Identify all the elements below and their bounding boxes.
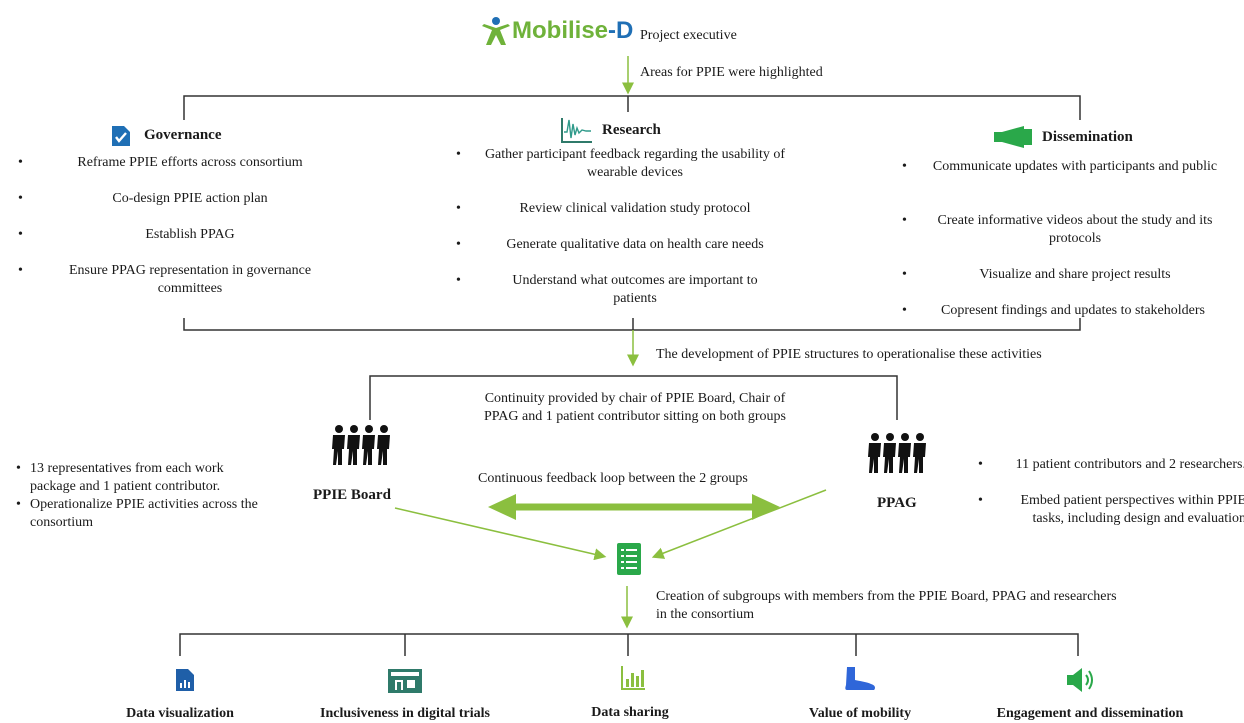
research-title: Research <box>602 122 661 138</box>
governance-heading: Governance <box>110 122 221 148</box>
governance-title: Governance <box>144 127 222 143</box>
people-group-icon <box>868 433 926 473</box>
subgroup-data-visualization: Data visualization <box>126 706 234 721</box>
list-item: 11 patient contributors and 2 researcher… <box>1015 457 1244 472</box>
activities-bracket <box>183 318 1081 331</box>
waveform-chart-icon <box>561 118 592 143</box>
list-item: Ensure PPAG representation in governance… <box>68 263 312 296</box>
ppie-board-label: PPIE Board <box>313 487 391 503</box>
ppag-label: PPAG <box>877 495 917 511</box>
areas-label: Areas for PPIE were highlighted <box>640 65 823 80</box>
list-item: Co-design PPIE action plan <box>112 191 268 206</box>
list-item: 13 representatives from each work packag… <box>30 461 224 494</box>
top-bracket <box>183 95 1081 120</box>
speaker-icon <box>1067 668 1093 692</box>
list-item: Understand what outcomes are important t… <box>512 273 758 306</box>
project-executive-label: Project executive <box>640 28 737 43</box>
clipboard-check-icon <box>112 126 130 146</box>
arrow-board-to-subgroups <box>394 507 607 561</box>
subgroup-data-sharing: Data sharing <box>591 705 669 720</box>
list-item: Gather participant feedback regarding th… <box>484 147 786 180</box>
list-item: Create informative videos about the stud… <box>937 213 1213 246</box>
research-heading: Research <box>560 116 661 144</box>
report-chart-icon <box>176 669 194 691</box>
list-item: Generate qualitative data on health care… <box>506 237 764 252</box>
list-item: Embed patient perspectives within PPIE t… <box>1020 493 1244 526</box>
bar-chart-icon <box>621 666 645 690</box>
subgroup-engagement: Engagement and dissemination <box>996 706 1184 721</box>
feedback-double-arrow <box>488 494 780 520</box>
mobilise-figure-icon <box>482 17 510 45</box>
logo-suffix: -D <box>608 17 634 44</box>
logo-text: Mobilise <box>512 17 609 44</box>
subgroup-inclusiveness: Inclusiveness in digital trials <box>320 706 490 721</box>
megaphone-icon <box>994 126 1032 148</box>
list-item: Reframe PPIE efforts across consortium <box>77 155 303 170</box>
subgroups-label: Creation of subgroups with members from … <box>656 589 1117 622</box>
document-list-icon <box>617 543 641 575</box>
foot-icon <box>845 667 875 690</box>
arrow-ppag-to-subgroups <box>651 489 827 559</box>
subgroup-value-of-mobility: Value of mobility <box>808 706 912 721</box>
list-item: Visualize and share project results <box>979 267 1171 282</box>
dissemination-title: Dissemination <box>1042 129 1133 145</box>
logo: Mobilise-D <box>480 14 633 48</box>
groups-bracket <box>369 375 898 420</box>
continuity-text: Continuity provided by chair of PPIE Boa… <box>483 391 787 424</box>
list-item: Operationalize PPIE activities across th… <box>30 497 258 530</box>
dissemination-heading: Dissemination <box>994 126 1133 148</box>
feedback-label: Continuous feedback loop between the 2 g… <box>478 471 748 486</box>
storefront-icon <box>388 669 422 693</box>
list-item: Establish PPAG <box>145 227 235 242</box>
list-item: Review clinical validation study protoco… <box>519 201 751 216</box>
list-item: Communicate updates with participants an… <box>932 159 1218 174</box>
structures-label: The development of PPIE structures to op… <box>656 347 1042 362</box>
subgroups-bracket <box>179 633 1079 656</box>
people-group-icon <box>332 425 390 465</box>
list-item: Copresent findings and updates to stakeh… <box>940 303 1205 318</box>
